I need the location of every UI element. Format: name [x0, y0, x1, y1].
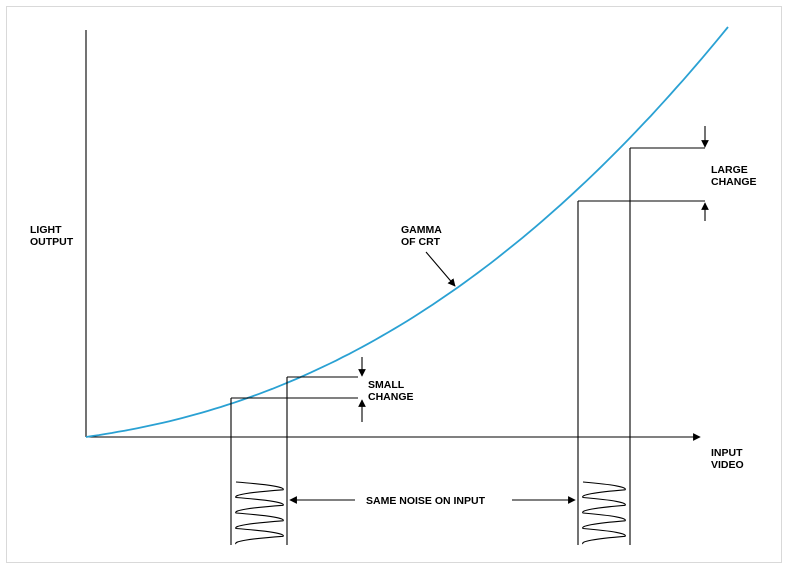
large-change-guides — [577, 126, 709, 545]
figure-frame — [6, 6, 782, 563]
gamma-curve — [85, 26, 729, 438]
small-change-label-line1: SMALL — [368, 379, 405, 391]
y-axis-label-line2: OUTPUT — [30, 236, 74, 248]
y-axis-label-line1: LIGHT — [30, 224, 62, 236]
small-change-guides — [230, 357, 366, 545]
x-axis-label-line1: INPUT — [711, 447, 743, 459]
x-axis-label-line2: VIDEO — [711, 459, 744, 471]
noise-label: SAME NOISE ON INPUT — [366, 495, 486, 507]
large-change-label-line2: CHANGE — [711, 176, 757, 188]
small-change-label-line2: CHANGE — [368, 391, 414, 403]
curve-label-line2: OF CRT — [401, 236, 441, 248]
large-change-label-line1: LARGE — [711, 164, 748, 176]
noise-waveform-left — [235, 481, 284, 545]
curve-label-line1: GAMMA — [401, 224, 442, 236]
noise-waveform-right — [582, 481, 626, 545]
gamma-pointer-arrow — [425, 251, 456, 287]
